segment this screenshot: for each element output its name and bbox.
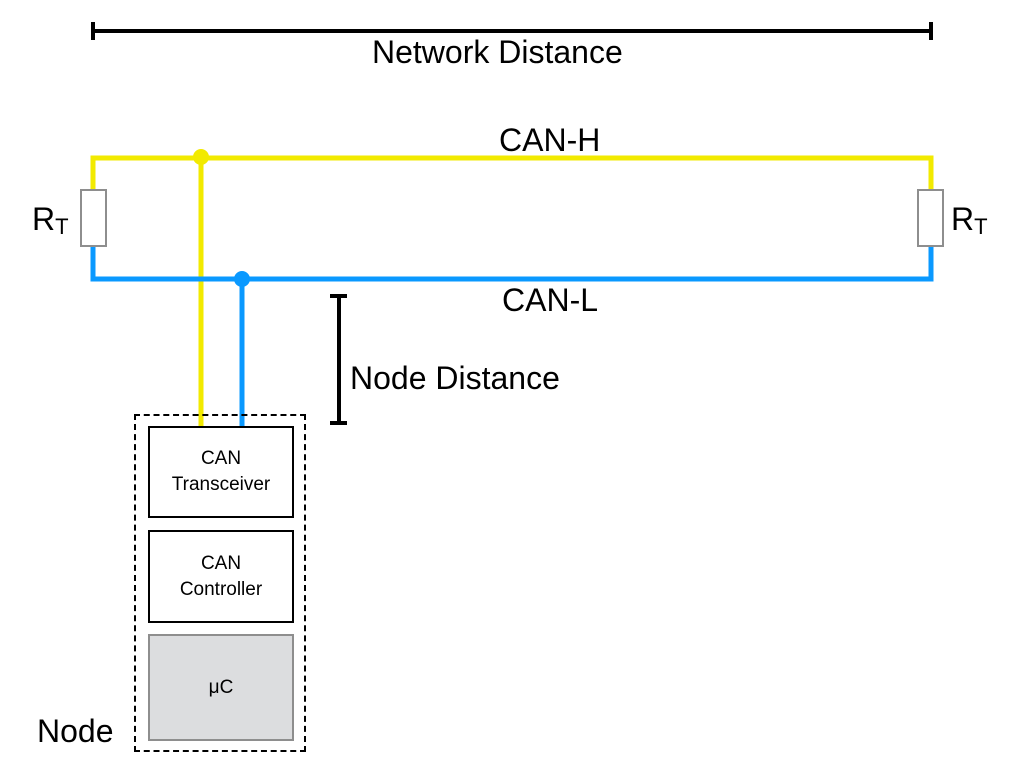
can-controller-block: CAN Controller [148, 530, 294, 623]
terminator-left-sub: T [55, 214, 69, 239]
can-transceiver-block: CAN Transceiver [148, 426, 294, 518]
terminator-right-sub: T [974, 214, 988, 239]
terminator-left-label: RT [32, 203, 69, 238]
microcontroller-block: μC [148, 634, 294, 741]
node-boundary [134, 414, 306, 752]
can-transceiver-line2: Transceiver [171, 474, 271, 495]
terminator-right-label: RT [951, 203, 988, 238]
can-l-label: CAN-L [502, 282, 599, 318]
terminator-left-resistor [80, 189, 107, 247]
node-distance-label: Node Distance [350, 360, 560, 396]
terminator-left-main: R [32, 201, 56, 237]
can-controller-line1: CAN [200, 552, 242, 574]
node-label: Node [37, 713, 114, 749]
can-controller-line2: Controller [179, 578, 263, 600]
can-l-junction [234, 271, 250, 287]
can-l-wire [90, 246, 934, 282]
can-h-junction [193, 149, 209, 165]
can-transceiver-line1: CAN [200, 448, 242, 470]
network-distance-label: Network Distance [372, 34, 623, 70]
terminator-right-resistor [917, 189, 944, 247]
can-h-label: CAN-H [499, 122, 601, 158]
terminator-right-main: R [951, 201, 975, 237]
can-h-wire [90, 155, 934, 190]
microcontroller-label: μC [208, 676, 234, 698]
